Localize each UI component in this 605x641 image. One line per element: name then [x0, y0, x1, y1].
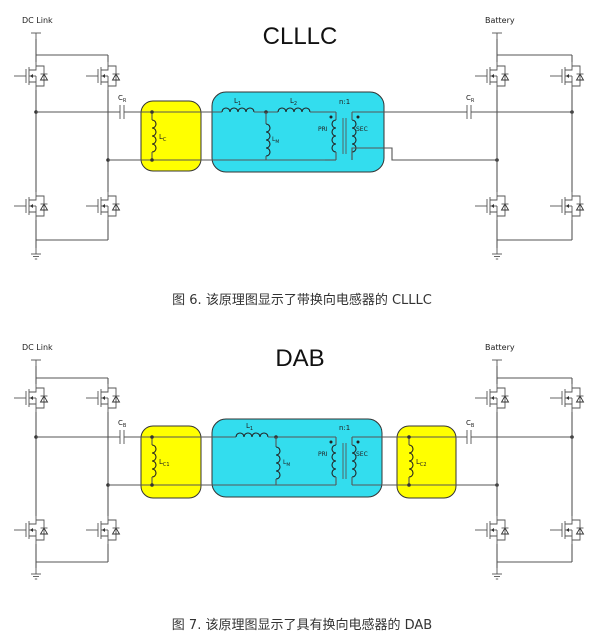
mosfet-icon	[13, 515, 48, 545]
mosfet-icon	[474, 515, 509, 545]
mosfet-icon	[13, 191, 48, 221]
lc-label: LC	[159, 133, 167, 143]
figure-caption: 图 6. 该原理图显示了带换向电感器的 CLLLC	[172, 292, 432, 308]
cb-left-label: CB	[118, 419, 127, 429]
transformer-icon: n:1 PRI SEC	[318, 424, 368, 485]
mosfet-icon	[85, 515, 120, 545]
ground-icon	[491, 247, 503, 260]
ratio-label: n:1	[339, 424, 350, 432]
mosfet-icon	[549, 515, 584, 545]
diagram-title: DAB	[275, 345, 324, 372]
pri-label: PRI	[318, 451, 328, 458]
lc2-label: LC2	[416, 458, 427, 468]
left-full-bridge	[13, 359, 120, 580]
ground-icon	[491, 567, 503, 580]
figure-caption: 图 7. 该原理图显示了具有换向电感器的 DAB	[172, 617, 432, 633]
mosfet-icon	[474, 383, 509, 413]
mosfet-icon	[549, 61, 584, 91]
mosfet-icon	[85, 61, 120, 91]
ground-icon	[30, 247, 42, 260]
commutation-inductor-box	[140, 100, 202, 172]
mosfet-icon	[474, 191, 509, 221]
battery-label: Battery	[485, 343, 515, 352]
pri-label: PRI	[318, 126, 328, 133]
dab-inductor-box	[211, 418, 383, 498]
commutation-inductor-box	[140, 425, 202, 499]
commutation-inductor-box	[396, 425, 457, 499]
mosfet-icon	[549, 383, 584, 413]
clllc-diagram: CLLLC DC Link Battery C	[13, 16, 584, 308]
cb-right-label: CB	[466, 419, 475, 429]
lm-label: LM	[283, 459, 290, 468]
mosfet-icon	[85, 383, 120, 413]
battery-label: Battery	[485, 16, 515, 25]
right-full-bridge	[474, 32, 584, 260]
dab-diagram: DAB DC Link Battery CB	[13, 343, 584, 633]
sec-label: SEC	[356, 126, 368, 133]
l1-label: L1	[246, 422, 253, 432]
lc1-label: LC1	[159, 458, 170, 468]
dc-link-label: DC Link	[22, 16, 53, 25]
mosfet-icon	[549, 191, 584, 221]
l1-label: L1	[234, 97, 241, 107]
dc-link-label: DC Link	[22, 343, 53, 352]
ratio-label: n:1	[339, 98, 350, 106]
cr-right-label: CR	[466, 94, 475, 104]
right-full-bridge	[474, 359, 584, 580]
mosfet-icon	[85, 191, 120, 221]
mosfet-icon	[13, 383, 48, 413]
l2-label: L2	[290, 97, 297, 107]
diagram-title: CLLLC	[263, 23, 338, 50]
sec-label: SEC	[356, 451, 368, 458]
left-full-bridge	[13, 32, 120, 260]
mosfet-icon	[474, 61, 509, 91]
ground-icon	[30, 567, 42, 580]
cr-left-label: CR	[118, 94, 127, 104]
lm-label: LM	[272, 136, 279, 145]
mosfet-icon	[13, 61, 48, 91]
